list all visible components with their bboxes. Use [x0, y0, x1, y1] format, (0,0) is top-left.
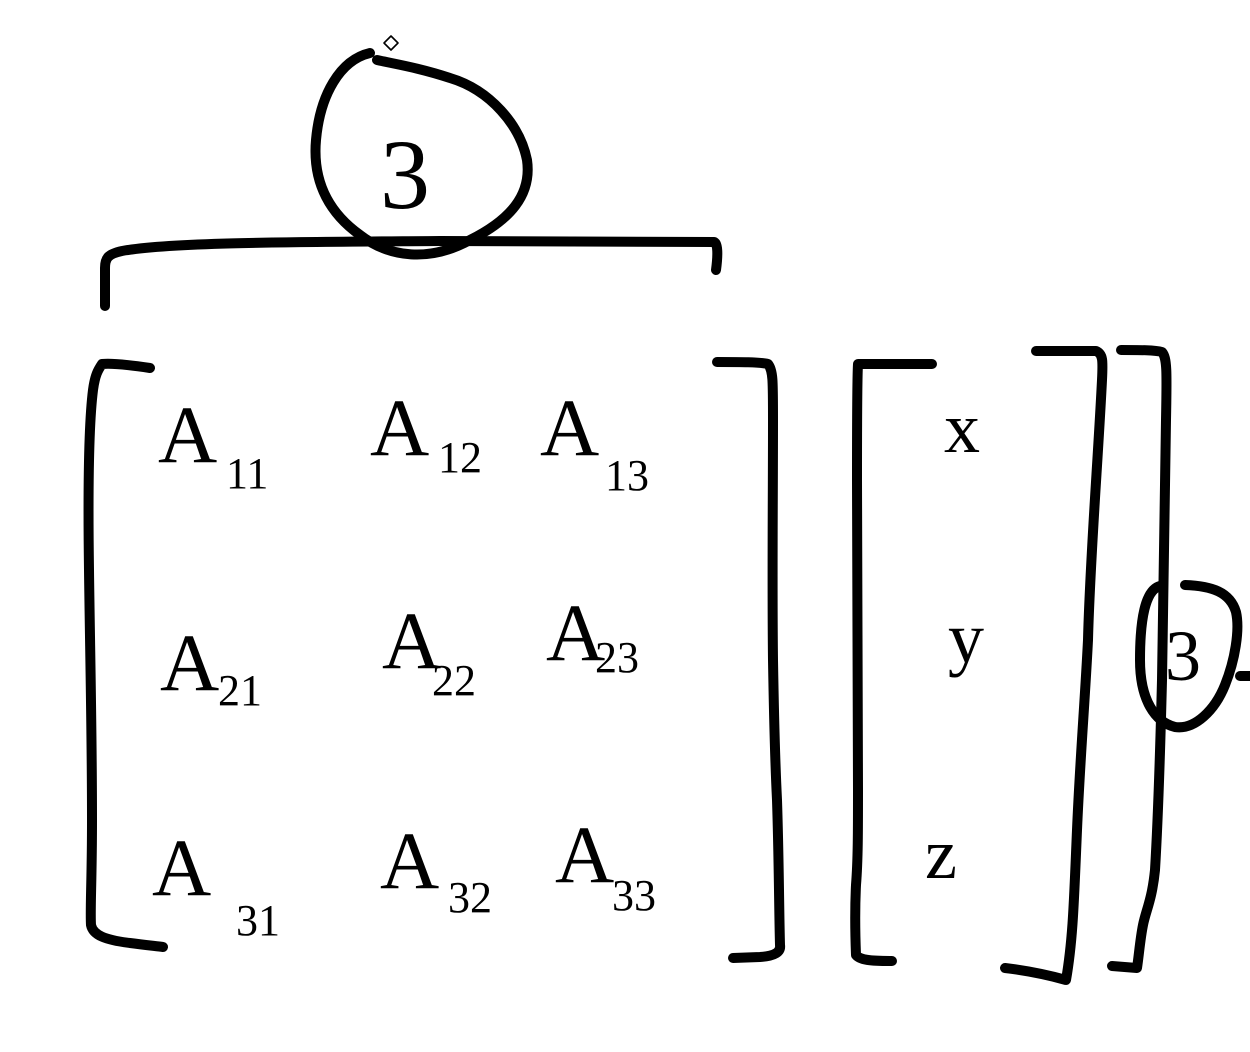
- svg-text:11: 11: [226, 449, 268, 498]
- svg-text:33: 33: [612, 871, 656, 920]
- matrix-entry: A 33: [555, 809, 656, 920]
- side-circle-value: 3: [1165, 616, 1201, 696]
- column-count-brace: [100, 236, 723, 311]
- side-circle-stroke: [1135, 580, 1243, 733]
- matrix-left-bracket: [83, 358, 168, 952]
- svg-text:12: 12: [438, 433, 482, 482]
- svg-text:A: A: [382, 595, 441, 686]
- matrix-entry: A 31: [152, 822, 280, 945]
- svg-text:21: 21: [218, 666, 262, 715]
- svg-text:A: A: [160, 617, 219, 708]
- vector-column: x y z: [925, 388, 984, 894]
- matrix-entry: A 23: [546, 587, 639, 682]
- side-circle-annotation: 3: [1135, 580, 1250, 733]
- svg-text:A: A: [555, 809, 614, 900]
- vector-left-bracket: [850, 359, 937, 966]
- svg-text:A: A: [158, 389, 217, 480]
- svg-text:A: A: [380, 815, 439, 906]
- matrix-entry: A 21: [160, 617, 262, 715]
- matrix-entry: A 11: [158, 389, 268, 498]
- matrix-entry: A 22: [382, 595, 476, 705]
- matrix-entry: A 32: [380, 815, 492, 922]
- top-circle-annotation: 3: [310, 48, 533, 260]
- vector-entry-y: y: [948, 598, 984, 678]
- matrix-entry: A 12: [370, 382, 482, 482]
- vector-right-bracket: [1000, 345, 1108, 985]
- svg-text:A: A: [546, 587, 605, 678]
- outer-right-bracket: [1107, 345, 1172, 973]
- svg-text:32: 32: [448, 873, 492, 922]
- top-circle-value: 3: [380, 119, 430, 230]
- svg-text:23: 23: [595, 633, 639, 682]
- svg-text:13: 13: [605, 451, 649, 500]
- matrix-grid: A 11 A 12 A 13 A 21 A 22 A 23 A 31: [152, 382, 656, 945]
- vector-entry-z: z: [925, 814, 957, 894]
- svg-text:22: 22: [432, 656, 476, 705]
- svg-text:31: 31: [236, 896, 280, 945]
- svg-text:A: A: [152, 822, 211, 913]
- diamond-handle-icon[interactable]: [383, 35, 399, 51]
- svg-text:A: A: [540, 382, 599, 473]
- matrix-right-bracket: [712, 357, 786, 963]
- vector-entry-x: x: [944, 388, 980, 468]
- matrix-entry: A 13: [540, 382, 649, 500]
- svg-text:A: A: [370, 382, 429, 473]
